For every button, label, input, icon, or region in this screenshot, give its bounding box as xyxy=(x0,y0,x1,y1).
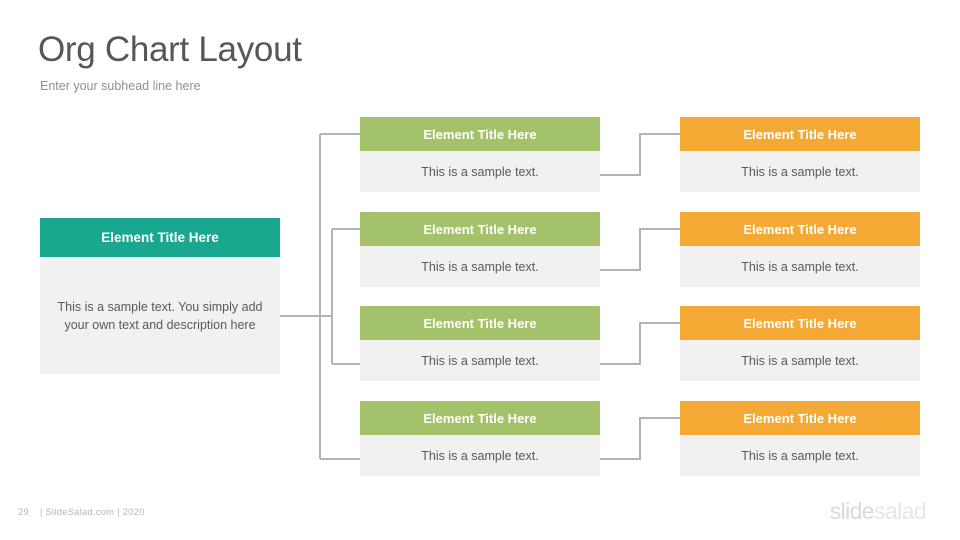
org-node-level1-2-title: Element Title Here xyxy=(360,212,600,246)
org-node-level1-1-title: Element Title Here xyxy=(360,117,600,151)
org-node-level1-3-title: Element Title Here xyxy=(360,306,600,340)
org-node-root-text: This is a sample text. You simply add yo… xyxy=(40,257,280,374)
org-node-level1-2[interactable]: Element Title Here This is a sample text… xyxy=(360,212,600,287)
org-node-level2-4-text: This is a sample text. xyxy=(680,435,920,476)
org-node-level1-1[interactable]: Element Title Here This is a sample text… xyxy=(360,117,600,192)
connector-green-orange-3 xyxy=(600,322,680,365)
connector-green-orange-1 xyxy=(600,133,680,176)
footer-credit: 29 | SlideSalad.com | 2020 xyxy=(18,507,145,518)
org-node-level1-4-title: Element Title Here xyxy=(360,401,600,435)
org-node-level2-1-text: This is a sample text. xyxy=(680,151,920,192)
logo-text-slide: slide xyxy=(829,498,875,524)
slidesalad-logo: slidesalad xyxy=(829,498,927,525)
org-node-level1-1-text: This is a sample text. xyxy=(360,151,600,192)
org-node-level2-4-title: Element Title Here xyxy=(680,401,920,435)
org-node-level2-1[interactable]: Element Title Here This is a sample text… xyxy=(680,117,920,192)
page-number: 29 xyxy=(18,507,29,518)
connector-green-orange-2 xyxy=(600,228,680,271)
org-node-level2-3-title: Element Title Here xyxy=(680,306,920,340)
org-node-level2-3-text: This is a sample text. xyxy=(680,340,920,381)
org-node-root[interactable]: Element Title Here This is a sample text… xyxy=(40,218,280,374)
org-node-root-title: Element Title Here xyxy=(40,218,280,257)
org-node-level1-4[interactable]: Element Title Here This is a sample text… xyxy=(360,401,600,476)
org-node-level2-4[interactable]: Element Title Here This is a sample text… xyxy=(680,401,920,476)
org-node-level2-3[interactable]: Element Title Here This is a sample text… xyxy=(680,306,920,381)
org-node-level1-4-text: This is a sample text. xyxy=(360,435,600,476)
page-title: Org Chart Layout xyxy=(38,30,302,69)
org-node-level2-2[interactable]: Element Title Here This is a sample text… xyxy=(680,212,920,287)
footer-credit-text: | SlideSalad.com | 2020 xyxy=(39,507,145,518)
org-node-level2-2-title: Element Title Here xyxy=(680,212,920,246)
logo-text-salad: salad xyxy=(874,498,927,524)
org-node-level1-2-text: This is a sample text. xyxy=(360,246,600,287)
org-node-level2-1-title: Element Title Here xyxy=(680,117,920,151)
org-node-level1-3[interactable]: Element Title Here This is a sample text… xyxy=(360,306,600,381)
connector-green-orange-4 xyxy=(600,417,680,460)
org-node-level2-2-text: This is a sample text. xyxy=(680,246,920,287)
org-node-level1-3-text: This is a sample text. xyxy=(360,340,600,381)
page-subtitle: Enter your subhead line here xyxy=(40,79,201,93)
